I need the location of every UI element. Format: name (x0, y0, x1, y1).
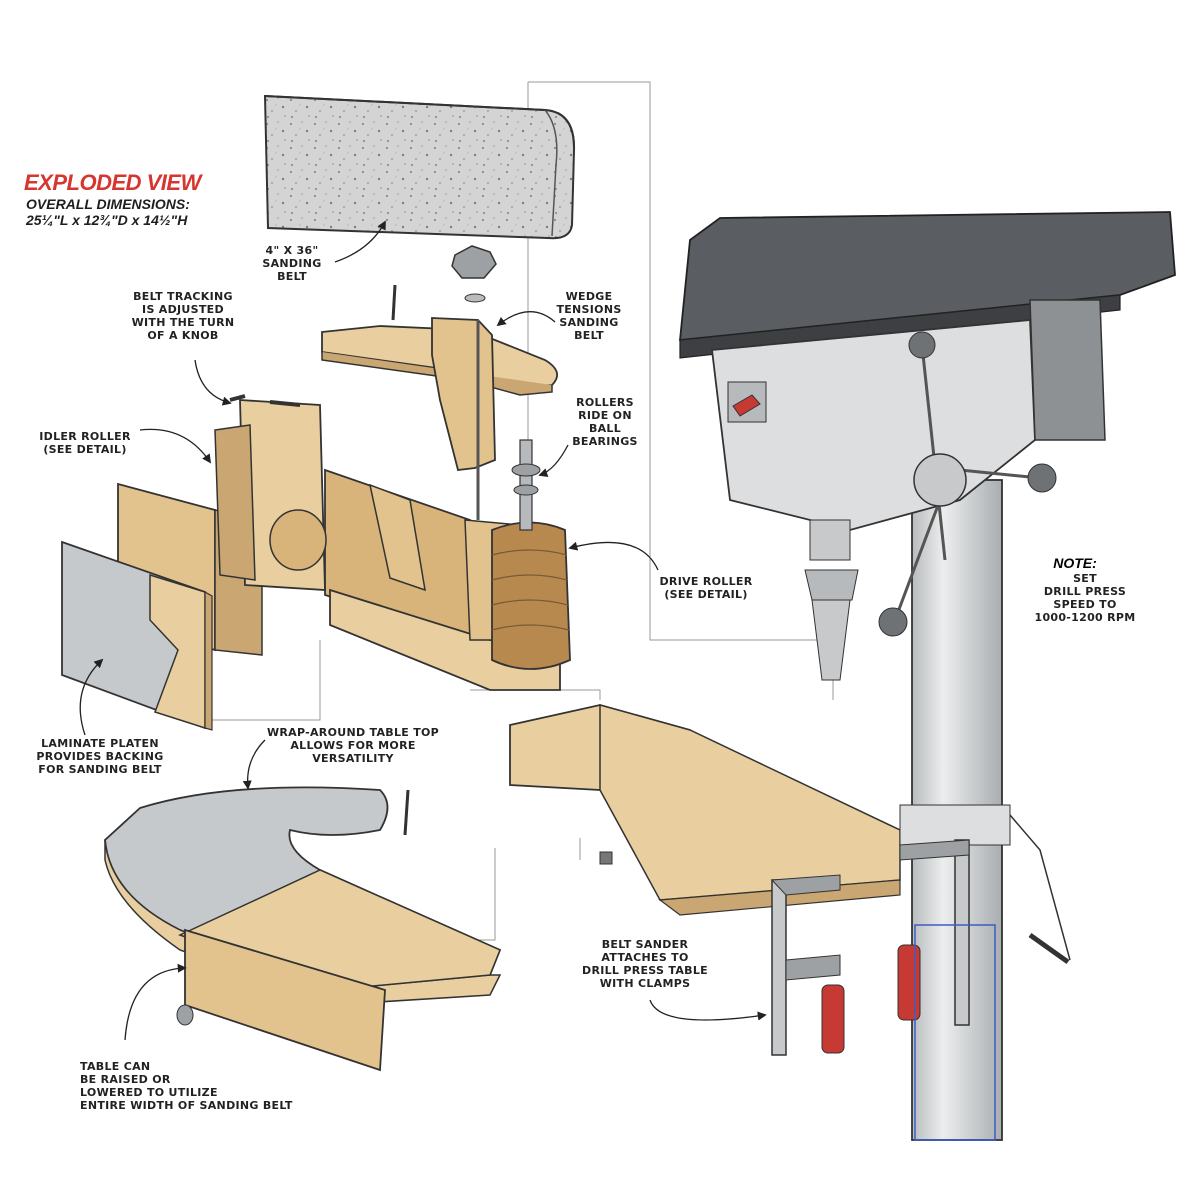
label-belt-tracking: BELT TRACKING IS ADJUSTED WITH THE TURN … (131, 290, 235, 342)
drive-roller (491, 439, 571, 670)
platen-panels (61, 482, 263, 731)
label-wrap-around: WRAP-AROUND TABLE TOP ALLOWS FOR MORE VE… (266, 726, 440, 765)
label-drive-roller: DRIVE ROLLER (SEE DETAIL) (659, 575, 753, 601)
label-idler-roller: IDLER ROLLER (SEE DETAIL) (39, 430, 131, 456)
sanding-belt (263, 94, 576, 240)
tracking-knob (391, 245, 497, 321)
leader-lines (79, 220, 767, 1041)
label-attach-clamps: BELT SANDER ATTACHES TO DRILL PRESS TABL… (582, 938, 708, 990)
dimensions-value: 25¼"L x 12¾"D x 14½"H (26, 212, 188, 228)
drill-press (678, 211, 1176, 1141)
label-wedge: WEDGE TENSIONS SANDING BELT (556, 290, 622, 342)
clamps (770, 839, 996, 1141)
note-body: SET DRILL PRESS SPEED TO 1000-1200 RPM (1034, 572, 1136, 624)
label-rollers: ROLLERS RIDE ON BALL BEARINGS (572, 396, 638, 448)
dimensions-heading: OVERALL DIMENSIONS: (26, 196, 190, 212)
base-block (509, 704, 901, 916)
diagram-title: EXPLODED VIEW (24, 170, 201, 195)
label-sanding-belt: 4" x 36" SANDING BELT (262, 244, 322, 283)
wrap-around-table (104, 786, 502, 1072)
label-table-raise: TABLE CAN BE RAISED OR LOWERED TO UTILIZ… (80, 1060, 293, 1112)
label-laminate-platen: LAMINATE PLATEN PROVIDES BACKING FOR SAN… (36, 737, 164, 776)
note-heading: NOTE: (1053, 555, 1097, 571)
